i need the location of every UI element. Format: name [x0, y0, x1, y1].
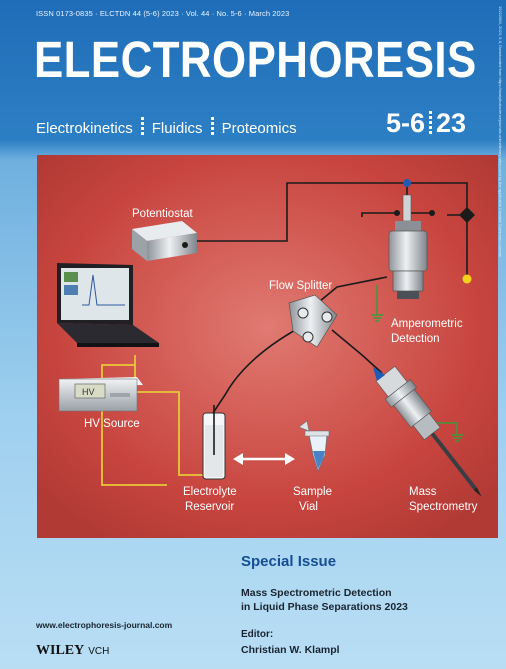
editor-label: Editor:	[241, 629, 274, 640]
publisher-name: WILEY	[36, 643, 85, 658]
laptop-computer	[57, 263, 159, 347]
editor-name: Christian W. Klampl	[241, 644, 340, 656]
label-sample-1: Sample	[293, 486, 332, 498]
hv-source-device: HV	[58, 377, 143, 412]
dotted-separator	[210, 117, 214, 137]
potentiostat-device	[132, 221, 197, 261]
emitter-tip	[373, 367, 385, 381]
mass-spec-probe	[375, 365, 482, 497]
double-arrow	[233, 453, 295, 465]
label-flow-splitter: Flow Splitter	[269, 280, 332, 292]
special-issue-topic: Mass Spectrometric Detection in Liquid P…	[241, 586, 471, 614]
hv-display-text: HV	[82, 387, 95, 397]
flow-splitter-device	[288, 294, 338, 348]
special-issue-heading: Special Issue	[241, 553, 337, 570]
label-electrolyte-2: Reservoir	[185, 501, 234, 513]
node-diamond	[459, 207, 475, 223]
issn-line: ISSN 0173-0835 · ELCTDN 44 (5-6) 2023 · …	[36, 9, 290, 18]
label-hv-source: HV Source	[84, 418, 140, 430]
cover-figure: HV	[37, 155, 498, 538]
label-amperometric-1: Amperometric	[391, 318, 463, 330]
label-potentiostat: Potentiostat	[132, 208, 194, 220]
subtitle-electrokinetics: Electrokinetics	[36, 120, 133, 137]
journal-url[interactable]: www.electrophoresis-journal.com	[36, 620, 173, 630]
label-mass-1: Mass	[409, 486, 437, 498]
issue-number-right: 23	[436, 108, 467, 138]
issue-number: 5-6 23	[386, 108, 466, 139]
node-black	[429, 210, 435, 216]
label-sample-2: Vial	[299, 501, 318, 513]
sample-vial	[298, 420, 330, 473]
subtitle-fluidics: Fluidics	[151, 120, 203, 137]
node-yellow	[462, 274, 472, 284]
side-download-notice: 15222683, 2023, 5-6, Downloaded from htt…	[498, 6, 502, 258]
dotted-separator	[140, 117, 144, 137]
label-electrolyte-1: Electrolyte	[183, 486, 237, 498]
dotted-separator	[429, 111, 433, 135]
hv-wire-2	[101, 364, 167, 486]
topic-line-1: Mass Spectrometric Detection	[241, 587, 392, 599]
issue-number-left: 5-6	[386, 108, 426, 138]
label-mass-2: Spectrometry	[409, 501, 478, 513]
amperometric-cell	[388, 194, 428, 299]
node-black-2	[394, 210, 400, 216]
label-amperometric-2: Detection	[391, 333, 440, 345]
electrolyte-reservoir	[202, 405, 226, 480]
topic-line-2: in Liquid Phase Separations 2023	[241, 601, 408, 613]
journal-title: ELECTROPHORESIS	[34, 31, 477, 88]
subtitle-proteomics: Proteomics	[221, 120, 297, 137]
publisher-suffix: VCH	[88, 646, 110, 657]
journal-subtitle: Electrokinetics Fluidics Proteomics	[36, 117, 297, 137]
node-blue	[403, 179, 411, 187]
